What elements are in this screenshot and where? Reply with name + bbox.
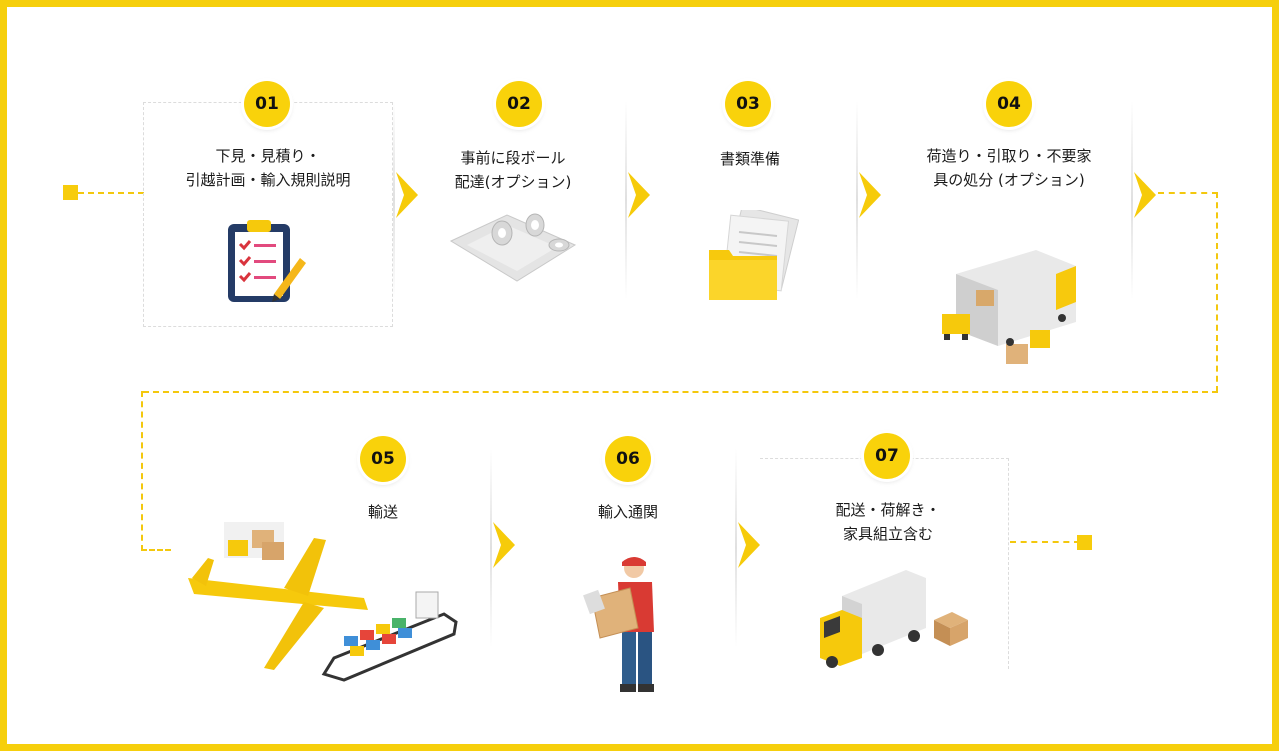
step-label: 事前に段ボール配達(オプション) [454, 149, 572, 191]
connector-right [1158, 192, 1218, 194]
step-number-badge: 02 [496, 81, 542, 127]
chevron-right-icon [396, 172, 418, 218]
chevron-right-icon [859, 172, 881, 218]
divider [856, 100, 858, 300]
step-number-badge: 07 [864, 433, 910, 479]
end-marker [1077, 535, 1092, 550]
delivery-man-icon [583, 557, 654, 692]
connector-left-down [141, 391, 143, 551]
step-number-badge: 04 [986, 81, 1032, 127]
connector-end [1010, 541, 1080, 543]
divider [625, 100, 627, 300]
step-label: 書類準備 [719, 150, 780, 168]
step-label: 輸入通関 [597, 503, 658, 521]
delivery-truck-icon [820, 570, 968, 668]
step-number-badge: 06 [605, 436, 651, 482]
step-label: 輸送 [367, 503, 398, 521]
step-number-badge: 01 [244, 81, 290, 127]
step-label: 配送・荷解き・家具組立含む [835, 501, 941, 543]
divider [393, 100, 395, 300]
plane-and-cargo-ship-icon [188, 522, 458, 682]
packing-tape-rolls-icon [449, 213, 577, 282]
divider [1131, 100, 1133, 300]
divider [490, 448, 492, 648]
chevron-right-icon [493, 522, 515, 568]
connector-start [78, 192, 144, 194]
chevron-right-icon [628, 172, 650, 218]
step-label: 下見・見積り・引越計画・輸入規則説明 [185, 147, 351, 189]
connector-return [143, 391, 1218, 393]
truck-loading-icon [942, 250, 1076, 364]
start-marker [63, 185, 78, 200]
divider [735, 448, 737, 648]
clipboard-checklist-icon [228, 220, 306, 302]
step-number-badge: 05 [360, 436, 406, 482]
chevron-right-icon [738, 522, 760, 568]
step-number-badge: 03 [725, 81, 771, 127]
connector-into-05 [141, 549, 171, 551]
step-label: 荷造り・引取り・不要家具の処分 (オプション) [926, 147, 1092, 189]
document-folder-icon [709, 210, 799, 300]
connector-down [1216, 192, 1218, 392]
chevron-right-icon [1134, 172, 1156, 218]
